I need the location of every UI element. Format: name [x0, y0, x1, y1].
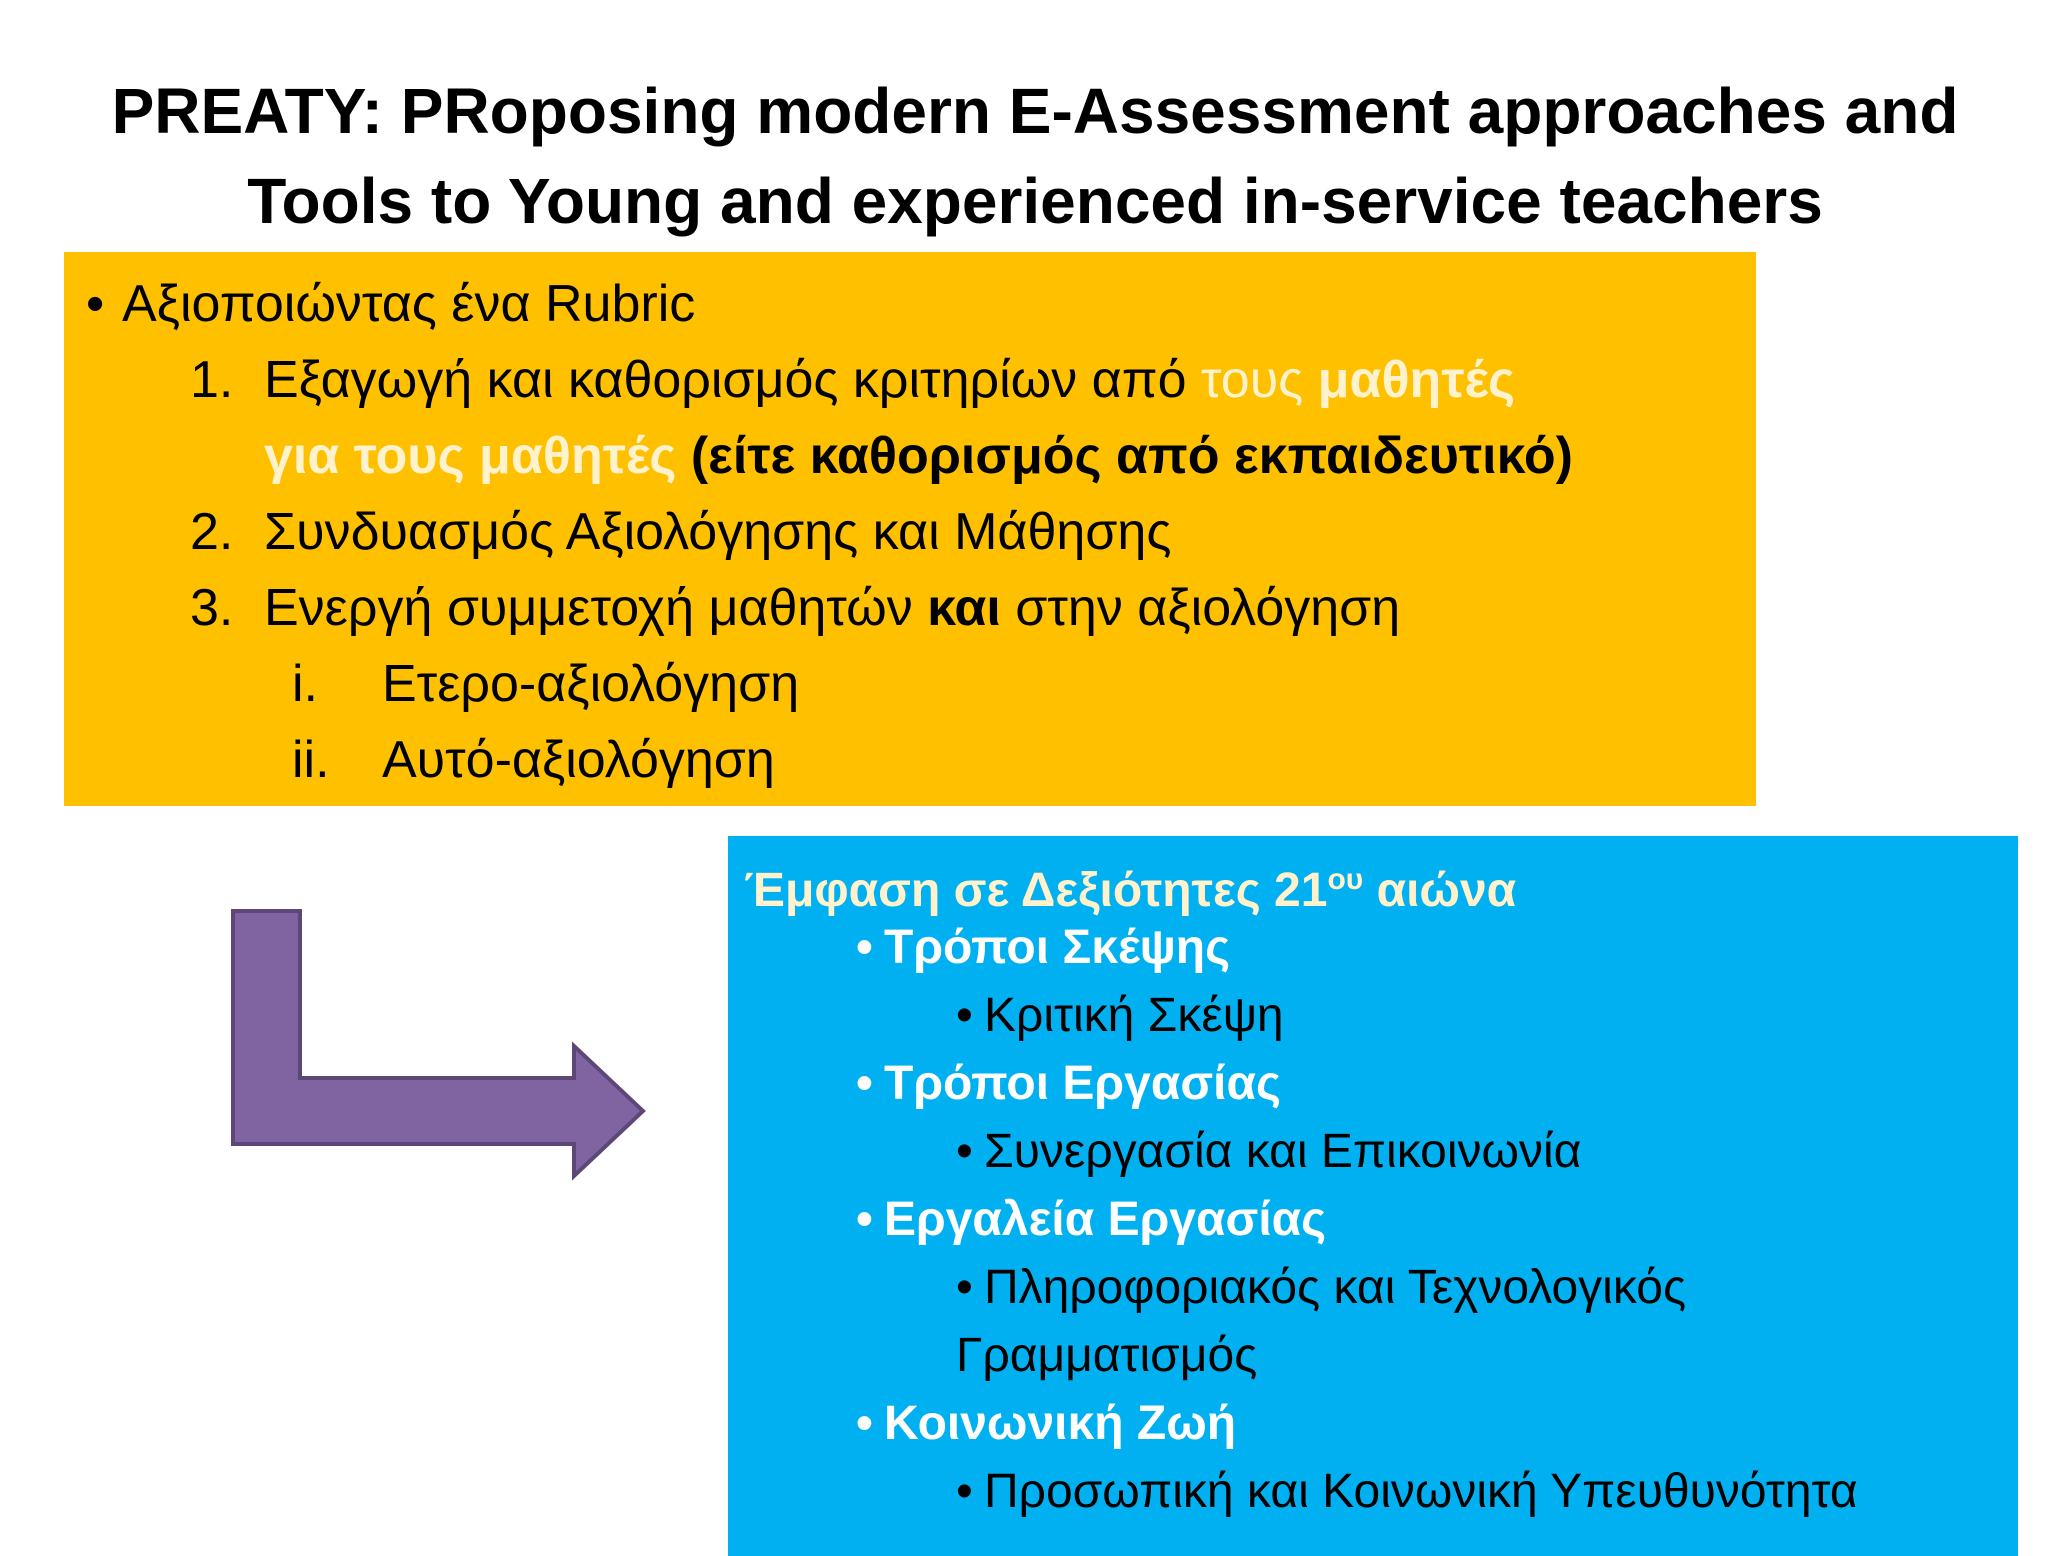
item-3-part1: Ενεργή συμμετοχή μαθητών — [264, 579, 928, 637]
category-label: Τρόποι Σκέψης — [884, 921, 1231, 974]
roman-i-number: i. — [292, 655, 318, 713]
item-1-highlight-bold: μαθητές — [1317, 351, 1516, 409]
sub-responsibility: •Προσωπική και Κοινωνική Υπευθυνότητα — [956, 1458, 1858, 1526]
roman-i-text: Ετερο-αξιολόγηση — [382, 655, 800, 713]
bullet-mark: • — [856, 921, 873, 974]
title-line-1: PREATY: PRoposing modern E-Assessment ap… — [111, 75, 1959, 147]
sub-label: Κριτική Σκέψη — [984, 989, 1284, 1042]
category-label: Τρόποι Εργασίας — [884, 1057, 1281, 1110]
item-3-bold: και — [927, 579, 1001, 637]
sub-label: Προσωπική και Κοινωνική Υπευθυνότητα — [984, 1465, 1858, 1518]
bullet-mark: • — [86, 275, 105, 333]
category-social-life: •Κοινωνική Ζωή — [856, 1390, 1236, 1458]
sub-critical-thinking: •Κριτική Σκέψη — [956, 982, 1284, 1050]
rubric-box: • Αξιοποιώντας ένα Rubric 1. Εξαγωγή και… — [64, 252, 1756, 806]
item-2-text: Συνδυασμός Αξιολόγησης και Μάθησης — [264, 503, 1172, 561]
sub-label: Συνεργασία και Επικοινωνία — [984, 1125, 1582, 1178]
item-1-line2-highlight: για τους μαθητές — [264, 427, 677, 485]
item-1-text: Εξαγωγή και καθορισμός κριτηρίων από του… — [264, 342, 1515, 418]
item-3-part3: στην αξιολόγηση — [1000, 579, 1401, 637]
category-label: Κοινωνική Ζωή — [884, 1397, 1237, 1450]
sub-literacy-line-2: Γραμματισμός — [956, 1322, 1257, 1390]
sub-label: Γραμματισμός — [956, 1329, 1258, 1382]
category-working: •Τρόποι Εργασίας — [856, 1050, 1281, 1118]
item-1-continuation: για τους μαθητές (είτε καθορισμός από εκ… — [264, 418, 1573, 494]
skills-box: Έμφαση σε Δεξιότητες 21ου αιώνα •Τρόποι … — [728, 836, 2018, 1556]
sub-collaboration: •Συνεργασία και Επικοινωνία — [956, 1118, 1581, 1186]
skills-heading-sup: ου — [1327, 863, 1364, 896]
bullet-mark: • — [956, 989, 973, 1042]
sub-literacy-line-1: •Πληροφοριακός και Τεχνολογικός — [956, 1254, 1686, 1322]
bullet-mark: • — [856, 1397, 873, 1450]
item-1-line2-bold: (είτε καθορισμός από εκπαιδευτικό) — [676, 427, 1573, 485]
title-line-2: Tools to Young and experienced in-servic… — [247, 165, 1823, 237]
skills-heading-main: Έμφαση σε Δεξιότητες 21 — [744, 864, 1328, 917]
bullet-mark: • — [956, 1465, 973, 1518]
roman-ii-text: Αυτό-αξιολόγηση — [382, 731, 775, 789]
skills-heading-end: αιώνα — [1363, 864, 1517, 917]
category-label: Εργαλεία Εργασίας — [884, 1193, 1327, 1246]
item-3-number: 3. — [190, 579, 234, 637]
item-1-highlight: τους — [1201, 351, 1318, 409]
bent-arrow-shape — [231, 909, 646, 1181]
bullet-mark: • — [856, 1057, 873, 1110]
bent-arrow-icon — [231, 909, 646, 1181]
roman-ii-number: ii. — [292, 731, 330, 789]
bullet-mark: • — [956, 1261, 973, 1314]
skills-heading: Έμφαση σε Δεξιότητες 21ου αιώνα — [744, 846, 1516, 925]
item-1-number: 1. — [190, 351, 234, 409]
bullet-mark: • — [856, 1193, 873, 1246]
category-tools: •Εργαλεία Εργασίας — [856, 1186, 1326, 1254]
slide-title: PREATY: PRoposing modern E-Assessment ap… — [60, 66, 2010, 246]
item-2-number: 2. — [190, 503, 234, 561]
sub-label: Πληροφοριακός και Τεχνολογικός — [984, 1261, 1687, 1314]
item-3-text: Ενεργή συμμετοχή μαθητών και στην αξιολό… — [264, 570, 1400, 646]
category-thinking: •Τρόποι Σκέψης — [856, 914, 1230, 982]
bullet-mark: • — [956, 1125, 973, 1178]
rubric-bullet-text: Αξιοποιώντας ένα Rubric — [122, 275, 696, 333]
item-1-part1: Εξαγωγή και καθορισμός κριτηρίων από — [264, 351, 1201, 409]
